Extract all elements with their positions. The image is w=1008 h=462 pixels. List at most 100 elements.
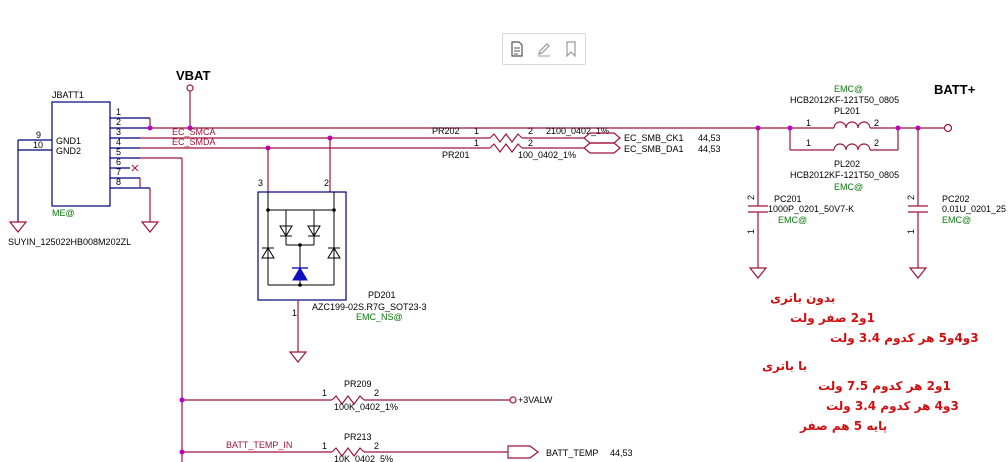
pr209-value: 100K_0402_1%: [334, 402, 398, 412]
ground-symbol-pin8: [140, 188, 160, 233]
junction-dot: [187, 125, 193, 131]
pd201-pin2: 2: [324, 178, 329, 188]
jbatt1-body: [51, 101, 111, 207]
net-ec-smb-ck1-ref: 44,53: [698, 133, 721, 143]
pl202-variant: EMC@: [834, 182, 863, 192]
pr209-pin2: 2: [374, 388, 379, 398]
vbat-terminal: [186, 84, 194, 92]
pc201-pin2: 2: [746, 195, 756, 200]
jbatt1-ref: JBATT1: [52, 90, 84, 100]
pr213-ref: PR213: [344, 432, 372, 442]
net-ec-smca: EC_SMCA: [172, 127, 216, 137]
pr201-value: 100_0402_1%: [518, 150, 576, 160]
net-ec-smb-ck1: EC_SMB_CK1: [624, 133, 684, 143]
jbatt1-part-number: SUYIN_125022HB008M202ZL: [8, 237, 131, 247]
measurement-notes: بدون باتری 1و2 صفر ولت 3و4و5 هر کدوم 3.4…: [762, 291, 979, 433]
pl201-variant: EMC@: [834, 84, 863, 94]
note-no-battery-line2: 3و4و5 هر کدوم 3.4 ولت: [830, 331, 979, 346]
pd201-variant: EMC_NS@: [356, 312, 403, 322]
pd201-pin1: 1: [292, 308, 297, 318]
pr213-pin1: 1: [322, 441, 327, 451]
pc202-variant: EMC@: [942, 215, 971, 225]
pr202-pin2: 2: [528, 126, 533, 136]
batt-plus-label: BATT+: [934, 82, 976, 97]
jbatt1-variant: ME@: [52, 208, 75, 218]
ferrite-bead-pl201: EMC@ HCB2012KF-121T50_0805 PL201 1 2: [790, 84, 899, 129]
pr202-value: 2100_0402_1%: [546, 126, 609, 136]
pr201-ref: PR201: [442, 150, 470, 160]
valw-terminal: [509, 396, 517, 404]
pc202-pin1: 1: [906, 229, 916, 234]
annotation-toolbar: [502, 33, 586, 65]
jbatt1-gnd1-label: GND1: [56, 136, 81, 146]
diode-array-pd201: 3 2 1 PD201 AZC199-02S.R7G_SOT23-3 EMC_N…: [257, 138, 427, 352]
note-with-battery-line2: 3و4 هر کدوم 3.4 ولت: [826, 399, 959, 414]
resistor-pr209: PR209 1 2 100K_0402_1%: [322, 379, 398, 412]
ferrite-bead-pl202: 1 2 PL202 HCB2012KF-121T50_0805 EMC@: [790, 138, 899, 192]
bookmark-icon[interactable]: [561, 39, 581, 59]
batt-temp-offpage: [507, 445, 539, 459]
pc201-variant: EMC@: [778, 215, 807, 225]
pc201-ref: PC201: [774, 194, 802, 204]
jbatt1-gnd-pin-9: 9: [36, 130, 41, 140]
pr201-pin2: 2: [528, 138, 533, 148]
net-batt-temp-in: BATT_TEMP_IN: [226, 440, 292, 450]
jbatt1-pin-7: 7: [116, 167, 121, 177]
vbat-label: VBAT: [176, 68, 210, 83]
ground-symbol-pc201: [748, 267, 768, 279]
jbatt1-pin-6: 6: [116, 157, 121, 167]
pl202-pin1: 1: [806, 138, 811, 148]
note-with-battery-title: با باتری: [762, 359, 807, 373]
jbatt1-gnd2-label: GND2: [56, 146, 81, 156]
jbatt1-pin-1: 1: [116, 107, 121, 117]
pr201-pin1: 1: [474, 138, 479, 148]
net-ec-smda: EC_SMDA: [172, 137, 216, 147]
net-3valw: +3VALW: [518, 395, 553, 405]
jbatt1-pin-2: 2: [116, 117, 121, 127]
resistor-pr202: PR202 1 2 2100_0402_1%: [432, 126, 609, 143]
pc202-value: 0.01U_0201_25: [942, 204, 1006, 214]
pc202-ref: PC202: [942, 194, 970, 204]
pd201-ref: PD201: [368, 290, 396, 300]
select-text-icon[interactable]: [507, 39, 527, 59]
junction-dot: [179, 397, 185, 403]
ground-symbol-pd201: [288, 351, 308, 363]
net-batt-temp-ref: 44,53: [610, 448, 633, 458]
jbatt1-pin-8: 8: [116, 177, 121, 187]
pl201-value: HCB2012KF-121T50_0805: [790, 95, 899, 105]
pr213-value: 10K_0402_5%: [334, 454, 393, 462]
pr202-ref: PR202: [432, 126, 460, 136]
pr209-pin1: 1: [322, 388, 327, 398]
jbatt1-connector: JBATT1 GND1 GND2 9 10 1 2 3 4 5 6 7 8 ME…: [8, 90, 150, 247]
pr213-pin2: 2: [374, 441, 379, 451]
capacitor-pc202: 2 1 PC202 0.01U_0201_25 EMC@: [906, 128, 1006, 279]
jbatt1-gnd-pin-10: 10: [33, 140, 43, 150]
junction-dot: [147, 125, 153, 131]
pl201-pin1: 1: [806, 118, 811, 128]
jbatt1-pin-3: 3: [116, 127, 121, 137]
note-with-battery-line1: 1و2 هر کدوم 7.5 ولت: [818, 379, 951, 394]
capacitor-pc201: 2 1 PC201 1000P_0201_50V7-K EMC@: [746, 128, 854, 279]
resistor-pr213: BATT_TEMP_IN PR213 1 2 10K_0402_5%: [226, 432, 393, 462]
junction-dot: [179, 449, 185, 455]
note-no-battery-line1: 1و2 صفر ولت: [790, 311, 875, 326]
pc201-pin1: 1: [746, 229, 756, 234]
batt-plus-terminal: [943, 123, 953, 133]
net-ec-smb-da1: EC_SMB_DA1: [624, 144, 684, 154]
pl202-pin2: 2: [874, 138, 879, 148]
note-with-battery-line3: پایه 5 هم صفر: [799, 419, 887, 433]
pl202-ref: PL202: [834, 159, 860, 169]
pl201-ref: PL201: [834, 106, 860, 116]
pr202-pin1: 1: [474, 126, 479, 136]
ground-symbol-pc202: [908, 267, 928, 279]
pc201-value: 1000P_0201_50V7-K: [768, 204, 854, 214]
pd201-value: AZC199-02S.R7G_SOT23-3: [312, 302, 427, 312]
pc202-pin2: 2: [906, 195, 916, 200]
resistor-pr201: PR201 1 2 100_0402_1%: [442, 138, 576, 160]
annotate-pen-icon[interactable]: [534, 39, 554, 59]
pr209-ref: PR209: [344, 379, 372, 389]
no-connect-mark: [131, 164, 139, 172]
ground-symbol-connector: [8, 221, 28, 233]
jbatt1-pin-4: 4: [116, 137, 121, 147]
